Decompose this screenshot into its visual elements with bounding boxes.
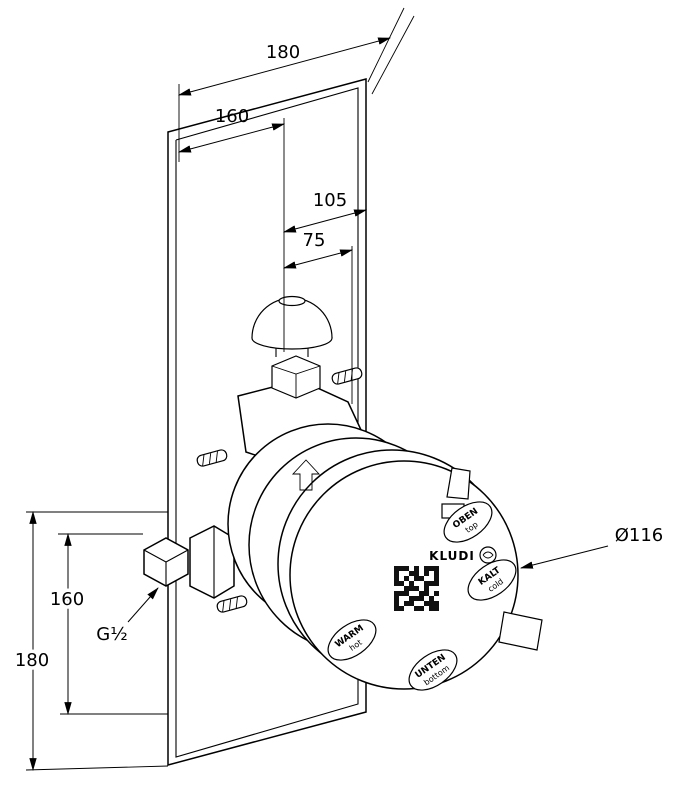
dim-depth-inner-75: 75 <box>282 230 354 269</box>
plate-slot-bottom-left <box>216 595 248 613</box>
hex-nut <box>143 537 189 587</box>
flow-arrow-icon <box>291 459 321 491</box>
dim-left-outer-180: 180 <box>11 510 53 772</box>
spout-tab <box>498 611 543 651</box>
kludi-logo-icon <box>479 546 497 564</box>
dim-left-inner-label: 160 <box>50 589 84 610</box>
dim-top-outer-180: 180 <box>177 37 392 96</box>
dim-top-outer-label: 180 <box>266 42 300 63</box>
dim-left-outer-label: 180 <box>15 650 49 671</box>
dim-depth-outer-105: 105 <box>282 190 368 233</box>
protection-cap-dome <box>251 295 333 357</box>
inlet-boss <box>189 525 235 599</box>
plate-slot-mid-left <box>196 449 228 467</box>
clip-tab <box>441 467 471 519</box>
badge-oben: OBEN top <box>443 501 493 543</box>
dim-depth-outer-label: 105 <box>313 190 347 211</box>
brand-text: KLUDI <box>429 549 475 563</box>
hex-plug <box>271 355 321 399</box>
dim-depth-inner-label: 75 <box>303 230 326 251</box>
badge-kalt: KALT cold <box>467 559 517 601</box>
qr-code <box>394 566 439 611</box>
dim-left-inner-160: 160 <box>46 532 88 716</box>
dim-top-inner-label: 160 <box>215 106 249 127</box>
leader-diameter: Ø116 <box>519 525 664 569</box>
dim-top-inner-160: 160 <box>177 106 286 153</box>
leader-thread: G½ <box>93 587 159 649</box>
badge-warm: WARM hot <box>327 619 377 661</box>
thread-label: G½ <box>96 624 127 645</box>
diameter-label: Ø116 <box>615 525 664 546</box>
